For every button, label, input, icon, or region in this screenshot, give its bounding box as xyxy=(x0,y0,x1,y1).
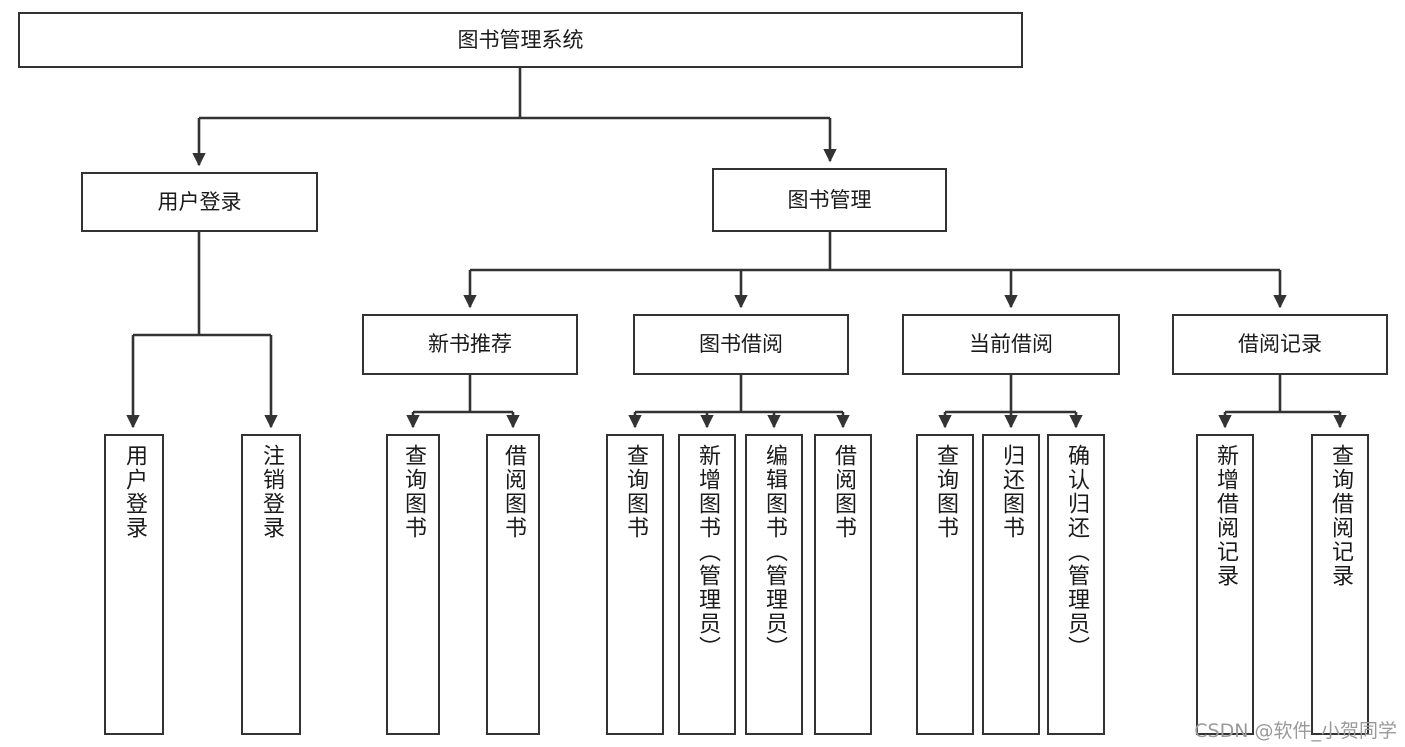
node-leaf-borrow-book-1-label: 借阅图书 xyxy=(501,444,526,540)
node-leaf-user-login[interactable]: 用户登录 xyxy=(104,434,164,735)
node-new-book-recommend-label: 新书推荐 xyxy=(428,332,512,357)
node-user-login-label: 用户登录 xyxy=(157,189,242,214)
node-leaf-add-record[interactable]: 新增借阅记录 xyxy=(1196,434,1254,735)
node-leaf-add-book-label: 新增图书（管理员） xyxy=(695,444,720,660)
node-book-borrow-label: 图书借阅 xyxy=(699,332,783,357)
node-root[interactable]: 图书管理系统 xyxy=(18,12,1023,68)
node-leaf-user-logout[interactable]: 注销登录 xyxy=(241,434,301,735)
node-borrow-record-label: 借阅记录 xyxy=(1238,332,1322,357)
node-leaf-add-record-label: 新增借阅记录 xyxy=(1213,444,1238,588)
node-book-borrow[interactable]: 图书借阅 xyxy=(633,314,849,375)
node-leaf-confirm-return[interactable]: 确认归还（管理员） xyxy=(1047,434,1105,735)
node-leaf-return-book-label: 归还图书 xyxy=(999,444,1024,540)
node-leaf-borrow-book-1[interactable]: 借阅图书 xyxy=(486,434,540,735)
node-user-login[interactable]: 用户登录 xyxy=(81,172,318,232)
node-new-book-recommend[interactable]: 新书推荐 xyxy=(362,314,578,375)
node-book-management-label: 图书管理 xyxy=(787,187,872,212)
node-leaf-query-book-1[interactable]: 查询图书 xyxy=(386,434,440,735)
node-leaf-query-record-label: 查询借阅记录 xyxy=(1328,444,1353,588)
node-leaf-edit-book-label: 编辑图书（管理员） xyxy=(762,444,787,660)
node-leaf-query-book-3[interactable]: 查询图书 xyxy=(916,434,974,735)
node-current-borrow-label: 当前借阅 xyxy=(969,332,1053,357)
node-leaf-return-book[interactable]: 归还图书 xyxy=(982,434,1040,735)
node-current-borrow[interactable]: 当前借阅 xyxy=(902,314,1120,375)
node-leaf-borrow-book-2[interactable]: 借阅图书 xyxy=(814,434,872,735)
node-borrow-record[interactable]: 借阅记录 xyxy=(1172,314,1388,375)
node-leaf-query-book-2[interactable]: 查询图书 xyxy=(606,434,664,735)
node-leaf-user-login-label: 用户登录 xyxy=(122,444,147,540)
node-leaf-edit-book[interactable]: 编辑图书（管理员） xyxy=(745,434,803,735)
node-leaf-user-logout-label: 注销登录 xyxy=(259,444,284,540)
node-leaf-query-book-1-label: 查询图书 xyxy=(401,444,426,540)
node-book-management[interactable]: 图书管理 xyxy=(712,168,947,232)
node-leaf-query-book-2-label: 查询图书 xyxy=(623,444,648,540)
node-leaf-borrow-book-2-label: 借阅图书 xyxy=(831,444,856,540)
node-root-label: 图书管理系统 xyxy=(457,27,584,52)
node-leaf-confirm-return-label: 确认归还（管理员） xyxy=(1064,444,1089,660)
node-leaf-query-record[interactable]: 查询借阅记录 xyxy=(1311,434,1369,735)
node-leaf-add-book[interactable]: 新增图书（管理员） xyxy=(678,434,736,735)
node-leaf-query-book-3-label: 查询图书 xyxy=(933,444,958,540)
